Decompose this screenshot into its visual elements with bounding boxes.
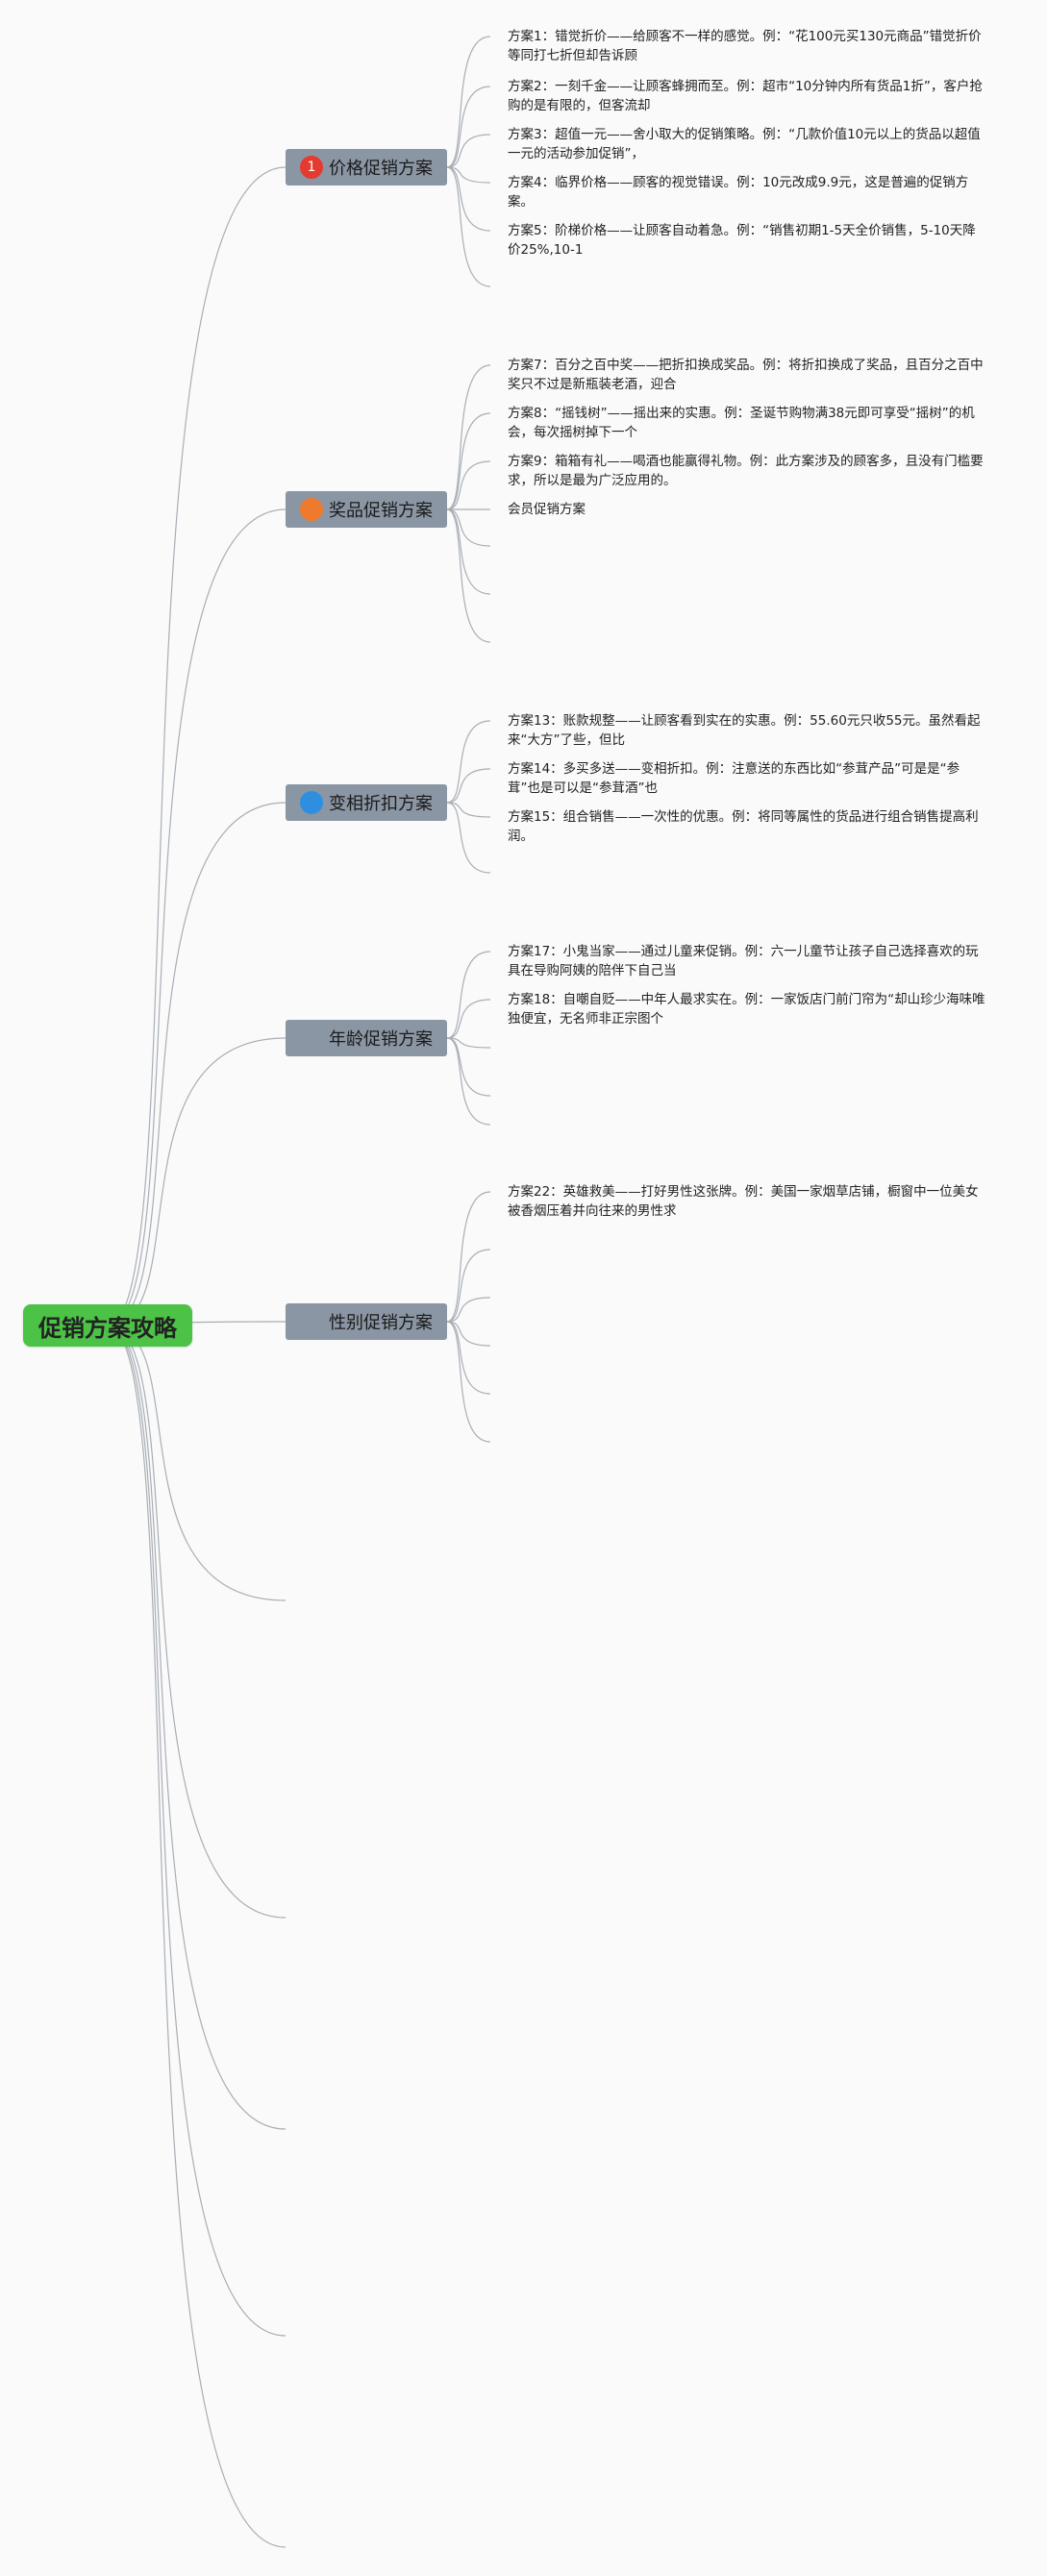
root-to-empty-branch-line — [107, 1325, 287, 2548]
branch-label: 奖品促销方案 — [329, 501, 433, 521]
leaf-topic[interactable]: 会员促销方案 — [508, 502, 586, 517]
leaf-topic[interactable]: 方案2：一刻千金——让顾客蜂拥而至。例：超市“10分钟内所有货品1折”，客户抢购… — [508, 79, 983, 113]
branch-prize-promotion[interactable]: 奖品促销方案 — [286, 491, 447, 528]
priority-badge — [300, 498, 323, 521]
leaf-topic[interactable]: 方案4：临界价格——顾客的视觉错误。例：10元改成9.9元，这是普遍的促销方案。 — [508, 175, 969, 210]
branch-to-leaf-line — [446, 508, 491, 643]
leaf-topic[interactable]: 方案22：英雄救美——打好男性这张牌。例：美国一家烟草店铺，橱窗中一位美女被香烟… — [508, 1184, 979, 1219]
branch-to-leaf-line — [446, 86, 491, 168]
branch-to-leaf-line — [446, 166, 491, 232]
branch-to-leaf-line — [446, 1249, 491, 1323]
branch-to-leaf-line — [446, 1037, 491, 1049]
branch-to-leaf-line — [446, 1321, 491, 1443]
leaf-topic[interactable]: 方案5：阶梯价格——让顾客自动着急。例：“销售初期1-5天全价销售，5-10天降… — [508, 223, 976, 258]
branch-to-leaf-line — [446, 412, 491, 510]
priority-badge: 1 — [300, 156, 323, 179]
root-to-branch-line — [107, 1037, 287, 1326]
branch-to-leaf-line — [446, 951, 491, 1039]
leaf-topic[interactable]: 方案18：自嘲自贬——中年人最求实在。例：一家饭店门前门帘为“却山珍少海味唯独便… — [508, 992, 985, 1027]
branch-to-leaf-line — [446, 1191, 491, 1323]
root-to-branch-line — [107, 508, 287, 1326]
branch-to-leaf-line — [446, 1037, 491, 1097]
branch-label: 性别促销方案 — [329, 1313, 433, 1333]
branch-to-leaf-line — [446, 364, 491, 510]
branch-to-leaf-line — [446, 508, 491, 595]
branch-to-leaf-line — [446, 802, 491, 874]
leaf-topic[interactable]: 方案14：多买多送——变相折扣。例：注意送的东西比如“参茸产品”可是是“参茸”也… — [508, 761, 960, 796]
branch-to-leaf-line — [446, 768, 491, 804]
leaf-topic[interactable]: 方案1：错觉折价——给顾客不一样的感觉。例：“花100元买130元商品”错觉折价… — [508, 29, 982, 63]
branch-to-leaf-line — [446, 802, 491, 818]
leaf-topic[interactable]: 方案15：组合销售——一次性的优惠。例：将同等属性的货品进行组合销售提高利润。 — [508, 809, 979, 844]
branch-price-promotion[interactable]: 1 价格促销方案 — [286, 149, 447, 186]
branch-gender-promotion[interactable]: 性别促销方案 — [286, 1303, 447, 1340]
root-to-empty-branch-line — [107, 1325, 287, 2130]
leaf-topic[interactable]: 方案8：“摇钱树”——摇出来的实惠。例：圣诞节购物满38元即可享受“摇树”的机会… — [508, 406, 975, 440]
branch-to-leaf-line — [446, 999, 491, 1039]
branch-label: 变相折扣方案 — [329, 794, 433, 814]
branch-to-leaf-line — [446, 460, 491, 510]
priority-badge — [300, 1310, 323, 1333]
leaf-topic[interactable]: 方案3：超值一元——舍小取大的促销策略。例：“几款价值10元以上的货品以超值一元… — [508, 127, 981, 161]
branch-age-promotion[interactable]: 年龄促销方案 — [286, 1020, 447, 1056]
branch-to-leaf-line — [446, 134, 491, 168]
branch-to-leaf-line — [446, 508, 491, 547]
root-node[interactable]: 促销方案攻略 — [23, 1304, 192, 1347]
leaf-topic[interactable]: 方案17：小鬼当家——通过儿童来促销。例：六一儿童节让孩子自己选择喜欢的玩具在导… — [508, 944, 979, 978]
priority-badge — [300, 791, 323, 814]
branch-to-leaf-line — [446, 1321, 491, 1395]
root-to-empty-branch-line — [107, 1325, 287, 2337]
branch-to-leaf-line — [446, 720, 491, 804]
leaf-topic[interactable]: 方案9：箱箱有礼——喝酒也能赢得礼物。例：此方案涉及的顾客多，且没有门槛要求，所… — [508, 454, 984, 488]
branch-to-leaf-line — [446, 1037, 491, 1126]
branch-to-leaf-line — [446, 166, 491, 287]
root-to-empty-branch-line — [107, 1325, 287, 1919]
leaf-topic[interactable]: 方案13：账款规整——让顾客看到实在的实惠。例：55.60元只收55元。虽然看起… — [508, 713, 981, 748]
root-to-branch-line — [107, 802, 287, 1326]
branch-label: 年龄促销方案 — [329, 1029, 433, 1050]
branch-to-leaf-line — [446, 166, 491, 184]
root-label: 促销方案攻略 — [38, 1314, 177, 1342]
branch-to-leaf-line — [446, 36, 491, 168]
priority-badge — [300, 1027, 323, 1050]
leaf-topic[interactable]: 方案7：百分之百中奖——把折扣换成奖品。例：将折扣换成了奖品，且百分之百中奖只不… — [508, 358, 984, 392]
root-to-branch-line — [107, 166, 287, 1326]
root-to-empty-branch-line — [107, 1325, 287, 1601]
branch-to-leaf-line — [446, 1321, 491, 1347]
branch-label: 价格促销方案 — [329, 159, 433, 179]
branch-to-leaf-line — [446, 1297, 491, 1323]
branch-disguised-discount[interactable]: 变相折扣方案 — [286, 784, 447, 821]
